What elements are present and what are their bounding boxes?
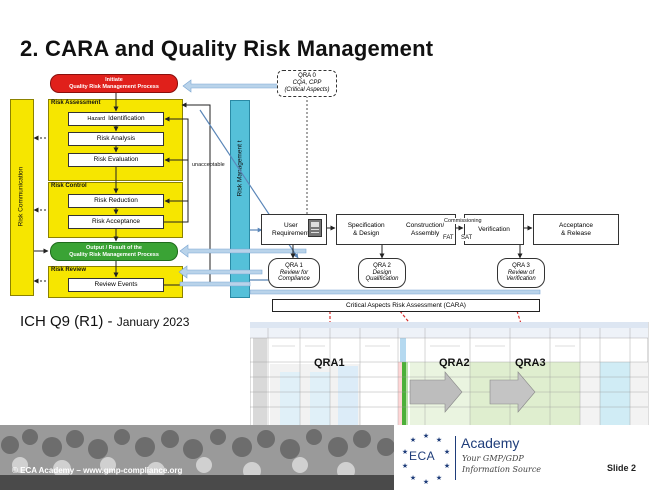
cara-label: Critical Aspects Risk Assessment (CARA)	[346, 301, 466, 309]
svg-text:★: ★	[444, 462, 450, 470]
construction-line2: Assembly	[411, 229, 440, 237]
eca-divider	[455, 436, 456, 480]
eca-tagline2: Information Source	[462, 465, 542, 474]
spec-line2: & Design	[352, 229, 380, 237]
review-events-box: Review Events	[68, 278, 164, 292]
construction-line1: Construction/	[405, 222, 445, 230]
spreadsheet-qra2-label: QRA2	[439, 357, 470, 369]
cara-spreadsheet	[250, 322, 649, 429]
verification-box: Verification	[464, 214, 524, 245]
specification-design-box: Specification & Design Construction/ Ass…	[336, 214, 456, 245]
risk-analysis-box: Risk Analysis	[68, 132, 164, 146]
spec-line1: Specification	[347, 222, 385, 230]
slide-number: Slide 2	[606, 463, 636, 473]
qra1-sub2: Compliance	[278, 276, 310, 283]
qra0-line1: QRA 0	[298, 73, 316, 80]
footer-copyright: © ECA Academy – www.gmp-compliance.org	[12, 466, 183, 475]
page-title: 2. CARA and Quality Risk Management	[20, 36, 434, 61]
qra0-line2: CQA, CPP	[292, 80, 322, 87]
svg-text:★: ★	[423, 478, 429, 485]
computer-icon	[308, 219, 322, 237]
initiate-pill: Initiate Quality Risk Management Process	[50, 74, 178, 93]
ich-reference: ICH Q9 (R1) - January 2023	[20, 313, 189, 330]
qra3-sub2: Verification	[506, 276, 536, 283]
footer-crowd-image	[0, 425, 650, 490]
risk-evaluation-box: Risk Evaluation	[68, 153, 164, 167]
cara-bar: Critical Aspects Risk Assessment (CARA)	[272, 299, 540, 312]
spreadsheet-qra3-label: QRA3	[515, 357, 546, 369]
acceptance-line2: & Release	[561, 229, 591, 237]
qra1-sub1: Review for	[279, 269, 309, 276]
qra0-line3: (Critical Aspects)	[284, 86, 330, 93]
spreadsheet-qra1-label: QRA1	[314, 357, 345, 369]
svg-text:★: ★	[410, 436, 416, 444]
output-line1: Output / Result of the	[86, 245, 142, 252]
fat-label: FAT	[443, 235, 454, 241]
sat-label: SAT	[461, 235, 473, 241]
eca-academy: Academy	[461, 435, 520, 451]
risk-review-label: Risk Review	[51, 267, 87, 273]
initiate-line1: Initiate	[105, 77, 123, 84]
eca-logo-text: ECA	[409, 449, 436, 463]
commissioning-label: Commissioning	[444, 218, 482, 224]
verification-label: Verification	[478, 225, 510, 233]
svg-text:★: ★	[410, 474, 416, 482]
risk-acceptance-box: Risk Acceptance	[68, 215, 164, 229]
qra2-sub2: Qualification	[365, 276, 399, 283]
risk-control-label: Risk Control	[51, 183, 87, 189]
svg-text:★: ★	[436, 474, 442, 482]
eca-tagline1: Your GMP/GDP	[462, 454, 524, 463]
svg-text:★: ★	[436, 436, 442, 444]
svg-text:★: ★	[402, 448, 408, 456]
acceptance-line1: Acceptance	[559, 222, 593, 230]
output-line2: Quality Risk Management Process	[69, 251, 159, 258]
svg-text:★: ★	[444, 448, 450, 456]
svg-text:★: ★	[402, 462, 408, 470]
ich-label: ICH Q9 (R1) -	[20, 313, 117, 330]
eca-stars-logo: ★ ★ ★ ★ ★ ★ ★ ★ ★ ★	[402, 432, 450, 485]
qra2-title: QRA 2	[373, 262, 391, 269]
svg-text:★: ★	[423, 432, 429, 440]
qra1-title: QRA 1	[285, 262, 303, 269]
qra3-title: QRA 3	[512, 262, 530, 269]
spec-col: Specification & Design	[348, 222, 385, 237]
qra2-sub1: Design	[372, 269, 392, 276]
output-pill: Output / Result of the Quality Risk Mana…	[50, 242, 178, 261]
user-req-line1: User	[284, 222, 298, 230]
qra3-sub1: Review of	[507, 269, 535, 276]
identification-label: Identification	[108, 115, 145, 123]
hazard-identification-box: Hazard Identification	[68, 112, 164, 126]
initiate-line2: Quality Risk Management Process	[69, 83, 159, 90]
qra1-box: QRA 1 Review for Compliance	[268, 258, 320, 288]
qra2-box: QRA 2 Design Qualification	[358, 258, 406, 288]
risk-reduction-box: Risk Reduction	[68, 194, 164, 208]
ich-date: January 2023	[116, 315, 190, 329]
qra3-box: QRA 3 Review of Verification	[497, 258, 545, 288]
unacceptable-label: unacceptable	[192, 162, 225, 168]
user-req-line2: Requirements	[272, 229, 313, 237]
construction-col: Construction/ Assembly	[406, 222, 444, 237]
hazard-label: Hazard	[87, 115, 106, 122]
qra0-box: QRA 0 CQA, CPP (Critical Aspects)	[277, 70, 337, 97]
risk-communication-bar	[10, 99, 34, 296]
acceptance-release-box: Acceptance & Release	[533, 214, 619, 245]
risk-assessment-label: Risk Assessment	[51, 100, 101, 106]
risk-management-tools-bar	[230, 100, 250, 298]
